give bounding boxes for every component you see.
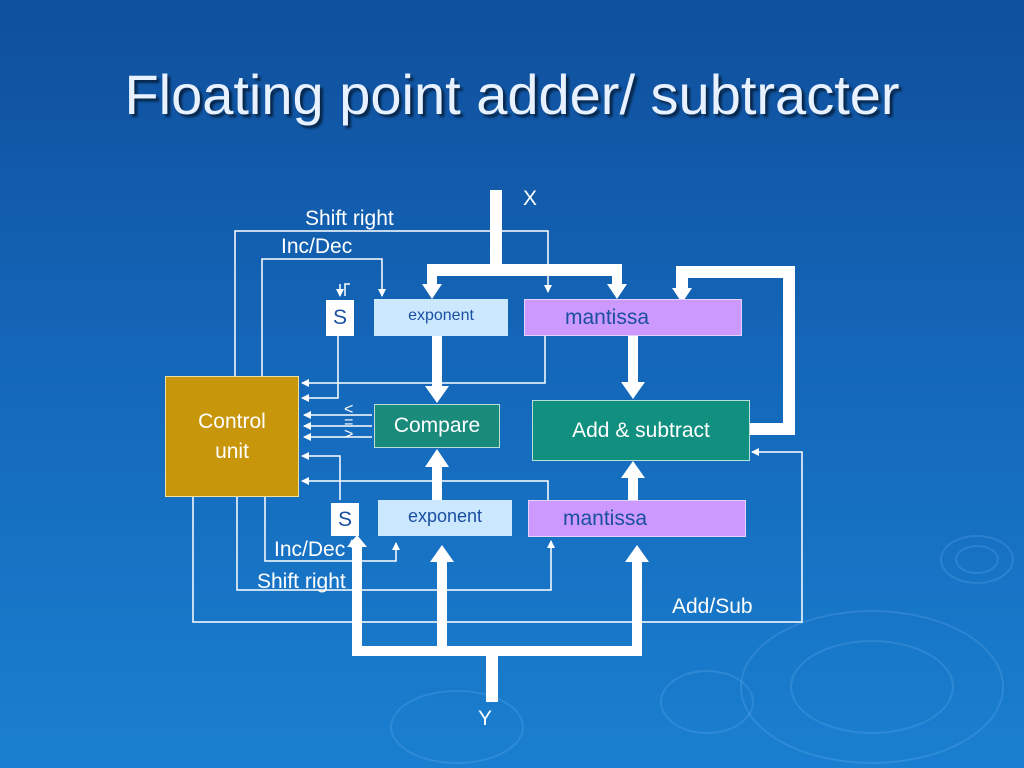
x-input-bus	[422, 190, 627, 299]
inc-dec-top-label: Inc/Dec	[281, 235, 353, 258]
ripple-decoration	[955, 545, 999, 574]
mantissa-top-label: mantissa	[565, 305, 650, 329]
shift-right-top-label: Shift right	[305, 207, 394, 230]
shift-right-bottom-label: Shift right	[257, 570, 346, 593]
exponent-bottom-to-compare-arrow	[425, 449, 449, 501]
ripple-decoration	[390, 690, 524, 764]
control-unit-label-line1: Control	[198, 409, 266, 433]
x-input-label: X	[523, 187, 538, 210]
sign-bit-bottom-label: S	[337, 507, 352, 531]
y-input-bus	[347, 535, 649, 702]
mantissa-bottom-to-adder-arrow	[621, 461, 645, 500]
control-unit-block: Control unit	[165, 376, 299, 497]
sign-bit-top: S	[326, 300, 354, 336]
inc-dec-bottom-label: Inc/Dec	[274, 538, 346, 561]
y-input-label: Y	[478, 707, 493, 730]
add-subtract-label: Add & subtract	[572, 418, 710, 442]
compare-greater-than-label: >	[344, 426, 354, 443]
mantissa-register-top: mantissa	[524, 299, 742, 336]
ripple-decoration	[940, 535, 1014, 584]
exponent-to-compare-arrow	[425, 336, 449, 403]
exponent-register-top: exponent	[374, 299, 508, 336]
mantissa-register-bottom: mantissa	[528, 500, 746, 537]
exponent-top-label: exponent	[408, 307, 474, 324]
compare-less-than-label: <	[344, 401, 354, 418]
exponent-bottom-label: exponent	[407, 506, 483, 526]
sign-bit-top-label: S	[332, 306, 347, 329]
exponent-register-bottom: exponent	[378, 500, 512, 536]
sign-bit-bottom: S	[331, 503, 359, 536]
mantissa-bottom-label: mantissa	[563, 506, 648, 530]
mantissa-to-adder-arrow	[621, 336, 645, 399]
compare-block: Compare	[374, 404, 500, 448]
slide-title: Floating point adder/ subtracter	[124, 63, 900, 126]
feedback-bus	[672, 266, 795, 435]
add-subtract-block: Add & subtract	[532, 400, 750, 461]
ripple-decoration	[660, 670, 754, 734]
add-sub-label: Add/Sub	[672, 595, 753, 618]
control-lines	[192, 230, 803, 623]
ripple-decoration	[790, 640, 954, 734]
compare-label: Compare	[393, 414, 481, 437]
control-unit-label-line2: unit	[215, 439, 249, 463]
compare-equal-label: =	[344, 414, 354, 431]
